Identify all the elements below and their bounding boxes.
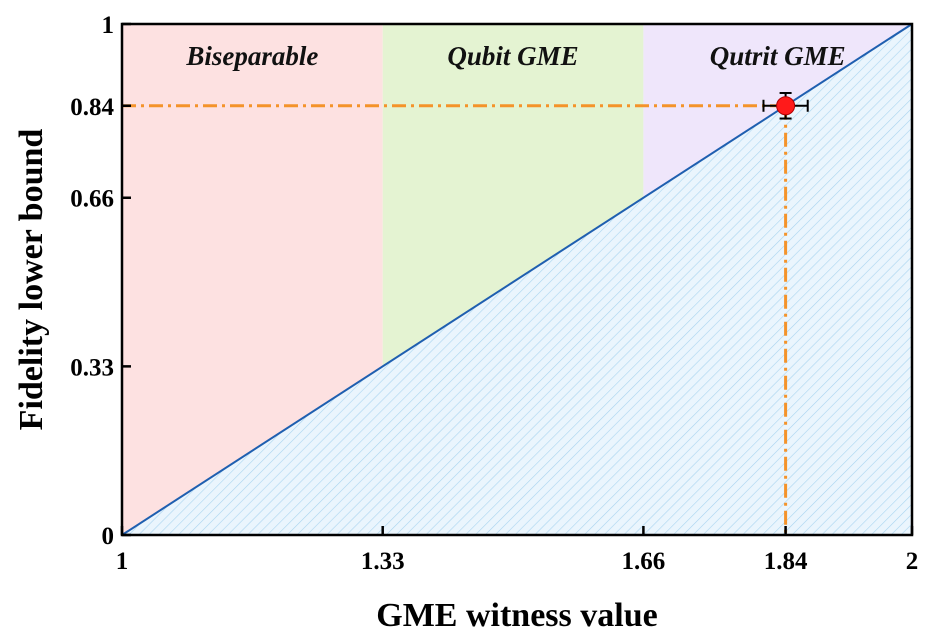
y-tick-label: 0.66 <box>70 186 114 213</box>
y-tick-label: 0.84 <box>70 94 114 121</box>
data-point <box>776 96 796 116</box>
x-tick-label: 1.66 <box>622 548 666 575</box>
data-point-layer <box>762 91 809 120</box>
y-tick-label: 0.33 <box>70 354 114 381</box>
region-label-biseparable: Biseparable <box>185 41 318 71</box>
x-tick-label: 2 <box>906 548 919 575</box>
y-axis-title: Fidelity lower bound <box>13 129 50 431</box>
x-axis-title: GME witness value <box>376 597 657 634</box>
axes-layer <box>120 22 914 537</box>
y-tick-label: 1 <box>102 12 115 39</box>
y-tick-label: 0 <box>102 523 115 550</box>
reference-lines-layer <box>122 104 788 535</box>
x-tick-label: 1 <box>116 548 129 575</box>
region-label-qubit-gme: Qubit GME <box>447 41 578 71</box>
plot-frame <box>120 22 914 537</box>
region-label-qutrit-gme: Qutrit GME <box>710 41 846 71</box>
x-tick-label: 1.84 <box>764 548 808 575</box>
x-tick-label: 1.33 <box>361 548 405 575</box>
